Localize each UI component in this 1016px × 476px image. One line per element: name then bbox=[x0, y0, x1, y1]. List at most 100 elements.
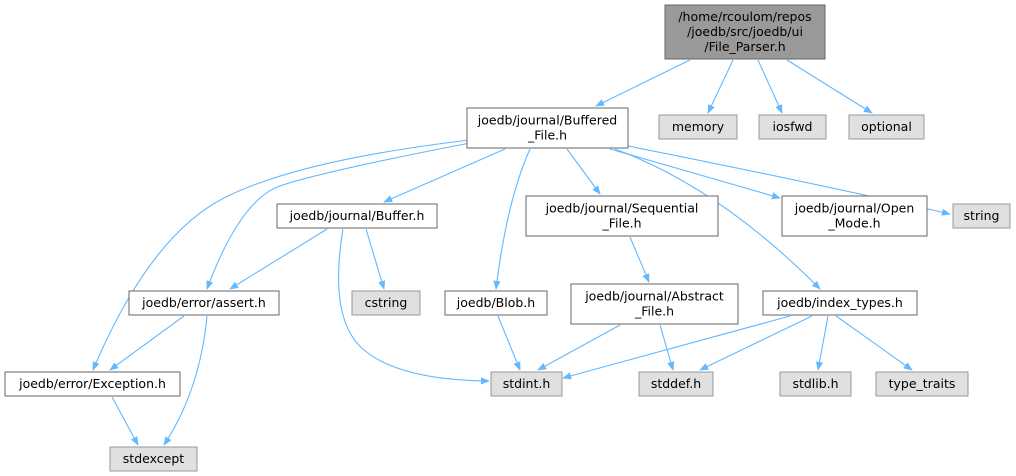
node-index-types[interactable]: joedb/index_types.h bbox=[762, 290, 918, 316]
edge-root-to-iosfwd bbox=[757, 59, 783, 114]
node-open-mode[interactable]: joedb/journal/Open_Mode.h bbox=[781, 195, 928, 237]
node-label-line: optional bbox=[861, 119, 912, 134]
node-label-line: /home/rcoulom/repos bbox=[678, 9, 811, 24]
edge-line bbox=[595, 59, 691, 107]
edge-index-types-to-stddef bbox=[699, 315, 813, 371]
edge-line bbox=[537, 324, 621, 371]
edge-line bbox=[206, 142, 471, 290]
node-box bbox=[875, 371, 969, 397]
node-box bbox=[466, 107, 629, 149]
node-stdexcept: stdexcept bbox=[109, 446, 198, 472]
node-label-line: /joedb/src/joedb/ui bbox=[687, 24, 803, 39]
node-label-line: joedb/journal/Open bbox=[794, 201, 915, 216]
edge-buffered-file-to-sequential-file bbox=[566, 148, 601, 195]
edge-line bbox=[365, 228, 386, 290]
edge-line bbox=[338, 228, 490, 385]
node-box bbox=[638, 371, 714, 397]
node-box bbox=[351, 290, 421, 316]
node-label-line: _File.h bbox=[634, 304, 674, 319]
edge-line bbox=[493, 148, 531, 290]
node-box bbox=[758, 114, 827, 140]
edge-line bbox=[629, 236, 650, 283]
edge-line bbox=[383, 148, 506, 203]
edge-buffered-file-to-exception bbox=[92, 139, 471, 371]
nodes-layer: /home/rcoulom/repos/joedb/src/joedb/ui/F… bbox=[4, 4, 1011, 472]
node-label-line: stdint.h bbox=[503, 376, 551, 391]
node-buffer[interactable]: joedb/journal/Buffer.h bbox=[276, 203, 438, 229]
node-buffered-file[interactable]: joedb/journal/Buffered_File.h bbox=[466, 107, 629, 149]
node-blob[interactable]: joedb/Blob.h bbox=[444, 290, 548, 316]
edge-buffer-to-cstring bbox=[365, 228, 386, 290]
node-label-line: memory bbox=[672, 119, 725, 134]
edge-index-types-to-stdint bbox=[562, 315, 791, 380]
edge-line bbox=[786, 59, 873, 114]
node-label-line: cstring bbox=[365, 295, 408, 310]
node-box bbox=[762, 290, 918, 316]
node-stddef: stddef.h bbox=[638, 371, 714, 397]
node-label-line: joedb/journal/Buffered bbox=[477, 113, 617, 128]
edge-blob-to-stdint bbox=[497, 315, 521, 371]
edge-buffered-file-to-blob bbox=[493, 148, 531, 290]
node-label-line: _File.h bbox=[601, 216, 641, 231]
edge-assert-to-stdexcept bbox=[163, 315, 208, 446]
edge-sequential-file-to-abstract-file bbox=[629, 236, 650, 283]
node-label-line: joedb/error/Exception.h bbox=[18, 376, 166, 391]
edge-index-types-to-stdlib bbox=[815, 315, 829, 371]
edge-line bbox=[815, 315, 829, 371]
edge-line bbox=[659, 324, 675, 371]
edge-buffered-file-to-buffer bbox=[383, 148, 506, 203]
edge-line bbox=[757, 59, 783, 114]
node-label-line: joedb/Blob.h bbox=[456, 295, 535, 310]
node-label-line: stdlib.h bbox=[792, 376, 838, 391]
node-box bbox=[276, 203, 438, 229]
edge-line bbox=[109, 315, 185, 371]
edge-assert-to-exception bbox=[109, 315, 185, 371]
node-abstract-file[interactable]: joedb/journal/Abstract_File.h bbox=[570, 283, 739, 325]
node-memory: memory bbox=[658, 114, 738, 140]
node-box bbox=[525, 195, 719, 237]
edge-line bbox=[835, 315, 913, 371]
edge-line bbox=[92, 139, 471, 371]
edge-root-to-memory bbox=[707, 59, 734, 114]
node-box bbox=[952, 203, 1011, 229]
node-box bbox=[781, 195, 928, 237]
node-sequential-file[interactable]: joedb/journal/Sequential_File.h bbox=[525, 195, 719, 237]
node-box bbox=[444, 290, 548, 316]
node-label-line: joedb/journal/Sequential bbox=[545, 201, 699, 216]
edges-layer bbox=[92, 59, 951, 446]
node-string: string bbox=[952, 203, 1011, 229]
edge-buffered-file-to-index-types bbox=[614, 148, 821, 290]
edge-line bbox=[229, 228, 328, 290]
node-box bbox=[779, 371, 852, 397]
node-root[interactable]: /home/rcoulom/repos/joedb/src/joedb/ui/F… bbox=[664, 4, 826, 60]
edge-line bbox=[497, 315, 521, 371]
edge-exception-to-stdexcept bbox=[111, 396, 139, 446]
node-label-line: _Mode.h bbox=[827, 216, 880, 231]
node-exception[interactable]: joedb/error/Exception.h bbox=[4, 371, 181, 397]
node-type-traits: type_traits bbox=[875, 371, 969, 397]
node-stdlib: stdlib.h bbox=[779, 371, 852, 397]
node-label-line: stdexcept bbox=[123, 451, 184, 466]
edge-buffered-file-to-open-mode bbox=[609, 148, 781, 200]
node-box bbox=[664, 4, 826, 60]
node-assert[interactable]: joedb/error/assert.h bbox=[128, 290, 280, 316]
node-label-line: _File.h bbox=[527, 128, 567, 143]
node-label-line: joedb/error/assert.h bbox=[141, 295, 266, 310]
node-box bbox=[658, 114, 738, 140]
node-box bbox=[848, 114, 925, 140]
node-box bbox=[4, 371, 181, 397]
node-box bbox=[128, 290, 280, 316]
node-iosfwd: iosfwd bbox=[758, 114, 827, 140]
node-label-line: joedb/journal/Abstract bbox=[584, 289, 724, 304]
node-label-line: joedb/index_types.h bbox=[776, 295, 903, 310]
edge-line bbox=[562, 315, 791, 380]
node-optional: optional bbox=[848, 114, 925, 140]
edge-abstract-file-to-stddef bbox=[659, 324, 675, 371]
edge-index-types-to-type-traits bbox=[835, 315, 913, 371]
edge-line bbox=[163, 315, 208, 446]
edge-line bbox=[614, 148, 821, 290]
edge-line bbox=[566, 148, 601, 195]
node-box bbox=[570, 283, 739, 325]
node-label-line: string bbox=[964, 208, 1000, 223]
